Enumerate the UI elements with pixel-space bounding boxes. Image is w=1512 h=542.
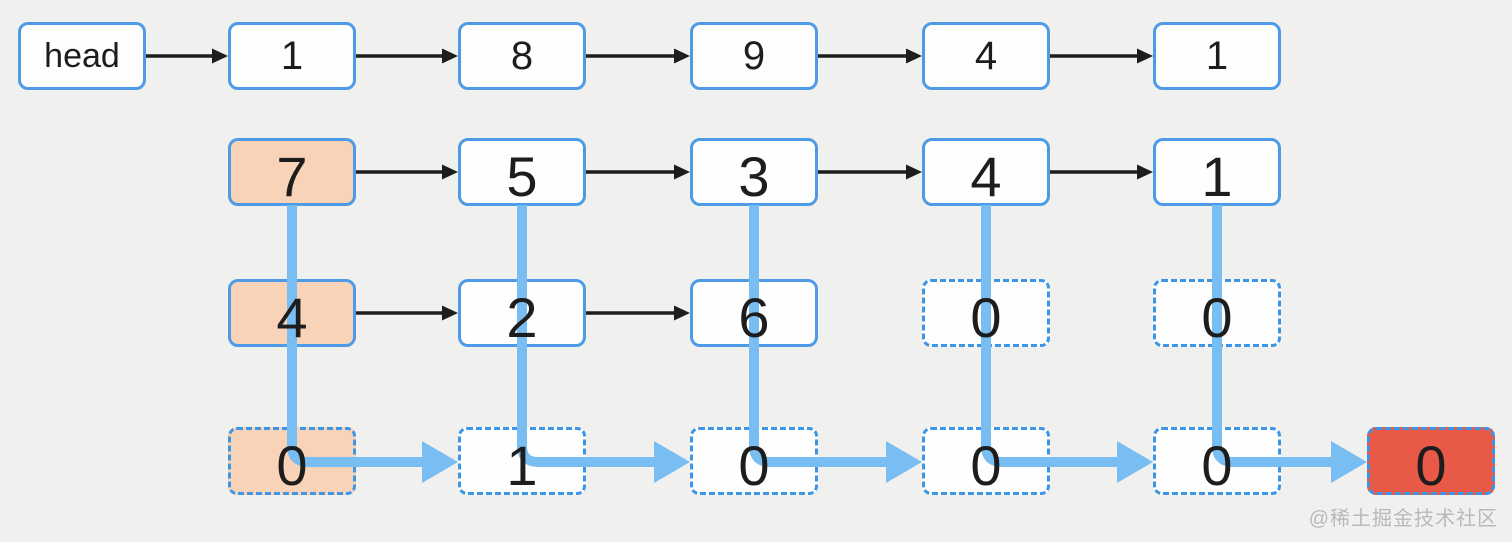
flow-c6-arrowhead-icon bbox=[1331, 441, 1367, 483]
next-pointer-arrowhead-icon bbox=[442, 164, 458, 180]
next-pointer-arrowhead-icon bbox=[1137, 48, 1153, 64]
next-pointer-arrowhead-icon bbox=[1137, 164, 1153, 180]
node-l1-4 bbox=[922, 22, 1050, 90]
next-pointer-arrowhead-icon bbox=[674, 305, 690, 321]
node-l1-9 bbox=[690, 22, 818, 90]
node-l2-7 bbox=[228, 138, 356, 206]
next-pointer-arrowhead-icon bbox=[442, 48, 458, 64]
next-pointer-arrowhead-icon bbox=[442, 305, 458, 321]
flow-c5-arrowhead-icon bbox=[1117, 441, 1153, 483]
node-l1-1 bbox=[228, 22, 356, 90]
next-pointer-arrowhead-icon bbox=[906, 164, 922, 180]
node-l4-0c bbox=[922, 427, 1050, 495]
node-l1-1b bbox=[1153, 22, 1281, 90]
node-l3-0a bbox=[922, 279, 1050, 347]
node-l4-0d bbox=[1153, 427, 1281, 495]
next-pointer-arrowhead-icon bbox=[906, 48, 922, 64]
flow-c3-arrowhead-icon bbox=[654, 441, 690, 483]
node-l3-4 bbox=[228, 279, 356, 347]
node-l4-1 bbox=[458, 427, 586, 495]
flow-c2-arrowhead-icon bbox=[422, 441, 458, 483]
node-l2-5 bbox=[458, 138, 586, 206]
node-l3-0b bbox=[1153, 279, 1281, 347]
node-l4-sum bbox=[1367, 427, 1495, 495]
node-l4-0b bbox=[690, 427, 818, 495]
node-l4-0a bbox=[228, 427, 356, 495]
node-l3-2 bbox=[458, 279, 586, 347]
next-pointer-arrowhead-icon bbox=[674, 48, 690, 64]
node-l2-4 bbox=[922, 138, 1050, 206]
watermark: @稀土掘金技术社区 bbox=[1308, 508, 1498, 530]
node-l3-6 bbox=[690, 279, 818, 347]
node-l2-3 bbox=[690, 138, 818, 206]
next-pointer-arrowhead-icon bbox=[674, 164, 690, 180]
node-head bbox=[18, 22, 146, 90]
node-l2-1 bbox=[1153, 138, 1281, 206]
node-l1-8 bbox=[458, 22, 586, 90]
flow-c4-arrowhead-icon bbox=[886, 441, 922, 483]
next-pointer-arrowhead-icon bbox=[212, 48, 228, 64]
